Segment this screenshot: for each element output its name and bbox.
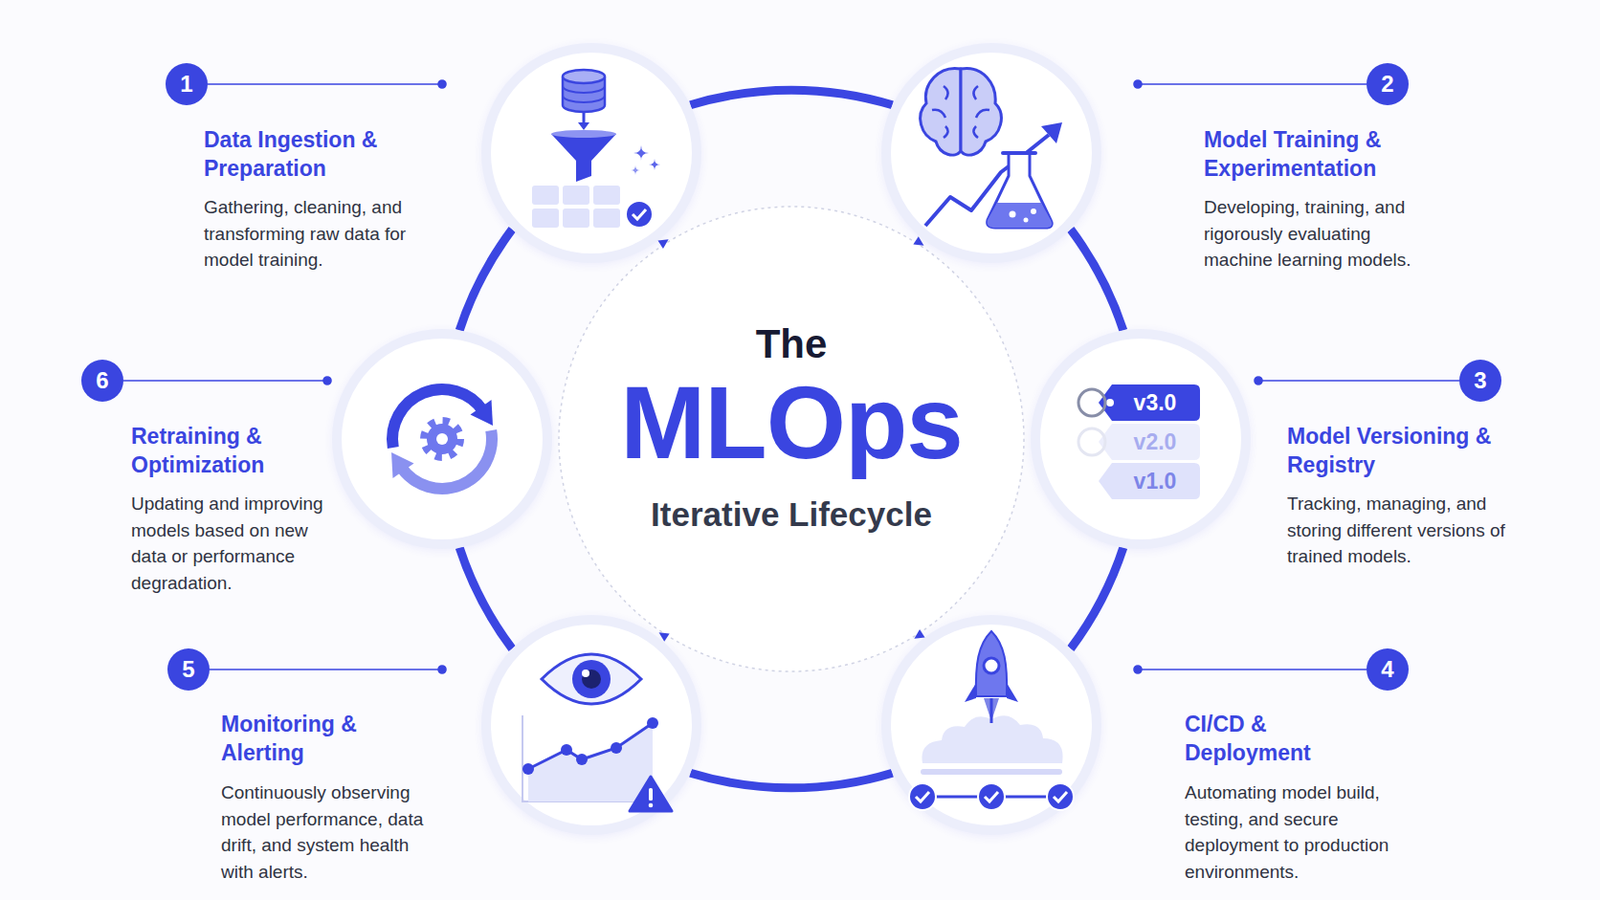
title-circle: TheMLOpsIterative Lifecycle — [556, 204, 1026, 674]
stage-heading: Retraining & Optimization — [131, 422, 309, 480]
leader-dot — [1133, 80, 1142, 89]
leader-dot — [438, 666, 446, 674]
stage-heading: Model Training & Experimentation — [1203, 125, 1424, 183]
stage-description: Developing, training, and rigorously eva… — [1203, 194, 1434, 274]
version-label: v1.0 — [1116, 466, 1194, 496]
callout-number: 1 — [165, 63, 208, 106]
stage-circle: Model Training & ExperimentationDevelopi… — [881, 43, 1102, 264]
stage-description: Tracking, managing, and storing differen… — [1287, 490, 1532, 571]
leader-dot — [1133, 666, 1142, 674]
stage-circle: Data Ingestion & PreparationGathering, c… — [481, 43, 702, 264]
version-label: v2.0 — [1116, 427, 1194, 457]
leader-line — [209, 668, 443, 671]
stage-description: Updating and improving models based on n… — [131, 490, 342, 598]
stage-circle: Monitoring & AlertingContinuously observ… — [481, 615, 702, 836]
title-text: The — [556, 320, 1026, 369]
title-text: MLOps — [556, 365, 1026, 481]
version-label: v3.0 — [1116, 388, 1194, 418]
stage-heading: Monitoring & Alerting — [221, 710, 399, 768]
stage-heading: Model Versioning & Registry — [1287, 422, 1532, 480]
callout-number: 6 — [81, 359, 124, 402]
stage-circle: Retraining & OptimizationUpdating and im… — [332, 329, 553, 550]
leader-line-group — [123, 80, 1460, 674]
leader-line — [207, 83, 443, 86]
stage-heading: Data Ingestion & Preparation — [203, 125, 424, 183]
leader-line — [1137, 668, 1367, 671]
cycle-arc — [1070, 548, 1124, 650]
callout-number: 5 — [167, 648, 210, 691]
stage-heading: CI/CD & Deployment — [1184, 710, 1338, 768]
leader-line — [1137, 83, 1367, 86]
stage-description: Gathering, cleaning, and transforming ra… — [203, 194, 444, 274]
cycle-arc — [1070, 229, 1124, 332]
stage-description: Automating model build, testing, and sec… — [1184, 779, 1415, 887]
cycle-arc — [690, 773, 893, 789]
callout-number: 2 — [1366, 63, 1409, 106]
leader-dot — [1254, 377, 1263, 385]
cycle-arc — [690, 89, 893, 106]
stage-description: Continuously observing model performance… — [221, 779, 446, 887]
cycle-arc — [459, 229, 512, 332]
leader-dot — [438, 80, 446, 89]
leader-line — [123, 379, 328, 382]
callout-number: 4 — [1366, 648, 1409, 691]
subtitle-text: Iterative Lifecycle — [556, 493, 1026, 536]
cycle-arc — [459, 548, 512, 650]
callout-number: 3 — [1459, 359, 1502, 402]
leader-line — [1258, 379, 1460, 382]
stage-circle: CI/CD & DeploymentAutomating model build… — [881, 615, 1102, 836]
leader-dot — [323, 377, 332, 385]
